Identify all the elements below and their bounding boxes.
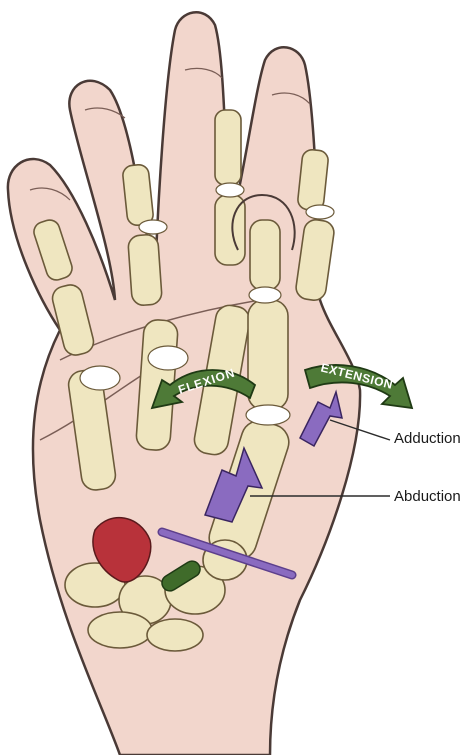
joint-highlights	[79, 182, 335, 426]
extension-arrow-icon	[303, 364, 414, 410]
flexion-axis	[161, 560, 201, 592]
adduction-leader	[329, 419, 391, 441]
adduction-arrow-icon	[299, 389, 343, 448]
flexion-arrow-icon	[150, 369, 257, 410]
thenar-muscle	[92, 516, 152, 583]
abduction-axis	[157, 527, 297, 580]
abduction-arrow-icon	[204, 445, 264, 523]
thumb-contour	[231, 193, 296, 251]
abduction-callout: Abduction	[394, 488, 461, 505]
hand-bones	[33, 109, 335, 652]
adduction-callout: Adduction	[394, 430, 461, 447]
